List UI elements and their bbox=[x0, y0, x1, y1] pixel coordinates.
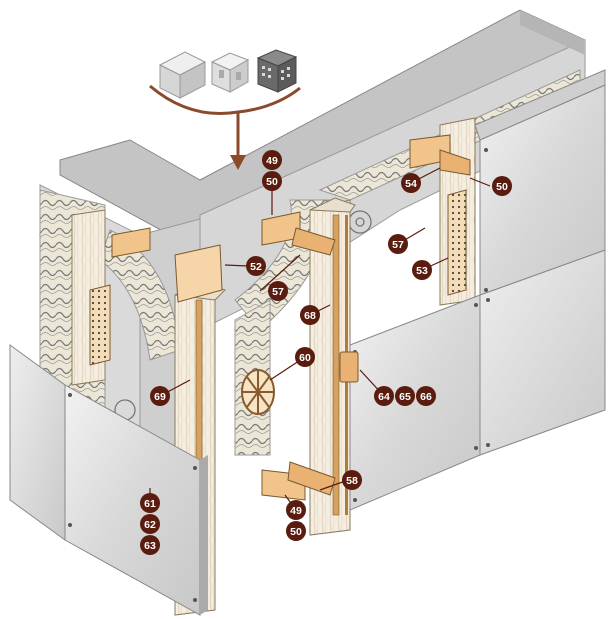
angle-bracket bbox=[439, 149, 471, 176]
angle-bracket bbox=[111, 227, 151, 258]
callout-circle bbox=[262, 150, 282, 170]
callout-number: 64 bbox=[378, 391, 390, 403]
callout-circle bbox=[412, 260, 432, 280]
callout-circle bbox=[140, 535, 160, 555]
callout-circle bbox=[300, 305, 320, 325]
callout-circle bbox=[286, 521, 306, 541]
cladding-panel-front-edge bbox=[200, 455, 208, 615]
callout-65: 65 bbox=[395, 386, 415, 406]
callout-number: 63 bbox=[144, 540, 156, 552]
angle-bracket-corner bbox=[174, 244, 223, 303]
callout-circle bbox=[295, 347, 315, 367]
angle-bracket bbox=[287, 461, 336, 496]
callout-64: 64 bbox=[374, 386, 394, 406]
callout-50: 50 bbox=[492, 176, 512, 196]
callout-61: 61 bbox=[140, 493, 160, 513]
callout-circle bbox=[150, 386, 170, 406]
callout-52: 52 bbox=[246, 256, 266, 276]
callout-number: 50 bbox=[290, 526, 302, 538]
callout-circle bbox=[388, 234, 408, 254]
callout-circle bbox=[492, 176, 512, 196]
callout-number: 65 bbox=[399, 391, 411, 403]
callout-number: 57 bbox=[272, 286, 284, 298]
callout-number: 52 bbox=[250, 261, 262, 273]
callout-68: 68 bbox=[300, 305, 320, 325]
callout-49: 49 bbox=[286, 500, 306, 520]
callout-69: 69 bbox=[150, 386, 170, 406]
callout-number: 68 bbox=[304, 310, 316, 322]
callout-circle bbox=[246, 256, 266, 276]
batten-strip bbox=[332, 214, 340, 516]
angle-brackets bbox=[111, 134, 471, 501]
perforated-bracket bbox=[89, 284, 111, 366]
callout-number: 53 bbox=[416, 265, 428, 277]
callout-number: 62 bbox=[144, 519, 156, 531]
timber-batten-center-top bbox=[309, 197, 356, 213]
callout-number: 50 bbox=[496, 181, 508, 193]
cladding-panel-top-strip bbox=[474, 69, 606, 141]
callout-66: 66 bbox=[416, 386, 436, 406]
cladding-panels bbox=[9, 69, 606, 616]
callout-50: 50 bbox=[286, 521, 306, 541]
callout-labels: 49 50 52 53 54 50 57 57 68 60 64 65 66 69 58 49 50 61 62 63 bbox=[140, 150, 512, 555]
callout-54: 54 bbox=[401, 173, 421, 193]
cladding-panel-center bbox=[349, 294, 481, 511]
callout-number: 60 bbox=[299, 352, 311, 364]
callout-circle bbox=[262, 171, 282, 191]
callout-circle bbox=[140, 514, 160, 534]
callout-60: 60 bbox=[295, 347, 315, 367]
material-icons bbox=[158, 49, 298, 99]
panel-rivets bbox=[68, 148, 490, 602]
solid-block-icon bbox=[158, 51, 207, 99]
callout-57: 57 bbox=[388, 234, 408, 254]
callout-number: 61 bbox=[144, 498, 156, 510]
angle-bracket bbox=[291, 227, 336, 256]
callout-number: 57 bbox=[392, 239, 404, 251]
callout-circle bbox=[395, 386, 415, 406]
callout-53: 53 bbox=[412, 260, 432, 280]
callout-57: 57 bbox=[268, 281, 288, 301]
callout-number: 49 bbox=[266, 155, 278, 167]
callout-50: 50 bbox=[262, 171, 282, 191]
perforated-brick-icon bbox=[256, 49, 298, 93]
callout-number: 69 bbox=[154, 391, 166, 403]
perforated-brackets bbox=[89, 189, 467, 366]
callout-circle bbox=[401, 173, 421, 193]
callout-number: 66 bbox=[420, 391, 432, 403]
hollow-block-icon bbox=[210, 52, 250, 93]
panel-clip bbox=[339, 351, 359, 383]
perforated-bracket bbox=[447, 189, 467, 296]
callout-49: 49 bbox=[262, 150, 282, 170]
callout-58: 58 bbox=[342, 470, 362, 490]
callout-number: 54 bbox=[405, 178, 417, 190]
callout-number: 58 bbox=[346, 475, 358, 487]
callout-circle bbox=[374, 386, 394, 406]
callout-circle bbox=[268, 281, 288, 301]
callout-circle bbox=[140, 493, 160, 513]
callout-circle bbox=[286, 500, 306, 520]
callout-63: 63 bbox=[140, 535, 160, 555]
material-arrow bbox=[149, 84, 301, 170]
callout-62: 62 bbox=[140, 514, 160, 534]
callout-circle bbox=[342, 470, 362, 490]
callout-circle bbox=[416, 386, 436, 406]
callout-number: 49 bbox=[290, 505, 302, 517]
callout-number: 50 bbox=[266, 176, 278, 188]
fixing-wheel bbox=[241, 369, 275, 415]
